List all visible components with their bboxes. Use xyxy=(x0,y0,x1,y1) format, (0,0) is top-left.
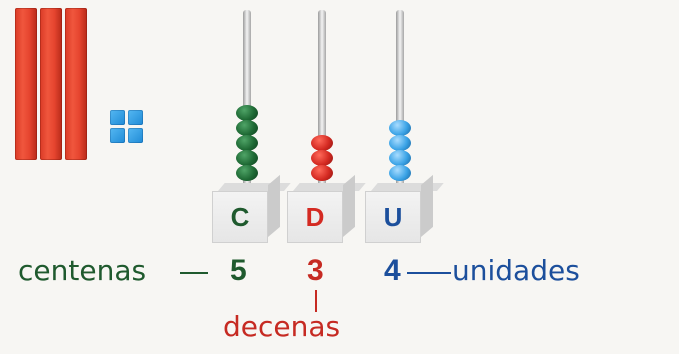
tens-rod xyxy=(65,8,87,160)
digit-decenas: 3 xyxy=(307,254,324,287)
bead xyxy=(236,120,258,136)
tens-rod xyxy=(15,8,37,160)
bead xyxy=(311,150,333,166)
bead xyxy=(311,135,333,151)
connector-decenas xyxy=(315,290,317,312)
column-letter-u: U xyxy=(383,201,403,232)
unit-cube xyxy=(110,128,125,143)
cube-d: D xyxy=(287,174,366,243)
digit-centenas: 5 xyxy=(230,254,247,287)
cube-u: U xyxy=(365,174,444,243)
unit-cube xyxy=(128,128,143,143)
bead xyxy=(389,120,411,136)
label-unidades: unidades xyxy=(452,254,580,287)
label-decenas: decenas xyxy=(223,310,341,343)
bead xyxy=(389,165,411,181)
bead xyxy=(311,165,333,181)
connector-unidades xyxy=(407,272,451,274)
digit-unidades: 4 xyxy=(384,254,401,287)
abacus-rod-u xyxy=(396,10,404,200)
bead xyxy=(389,150,411,166)
bead xyxy=(236,105,258,121)
unit-cube xyxy=(110,110,125,125)
bead xyxy=(236,150,258,166)
column-letter-d: D xyxy=(305,201,325,232)
unit-cube xyxy=(128,110,143,125)
abacus-rod-d xyxy=(318,10,326,200)
connector-centenas xyxy=(180,272,208,274)
tens-rod xyxy=(40,8,62,160)
column-letter-c: C xyxy=(230,201,250,232)
bead xyxy=(389,135,411,151)
bead xyxy=(236,135,258,151)
cube-c: C xyxy=(212,174,291,243)
bead xyxy=(236,165,258,181)
label-centenas: centenas xyxy=(18,254,147,287)
